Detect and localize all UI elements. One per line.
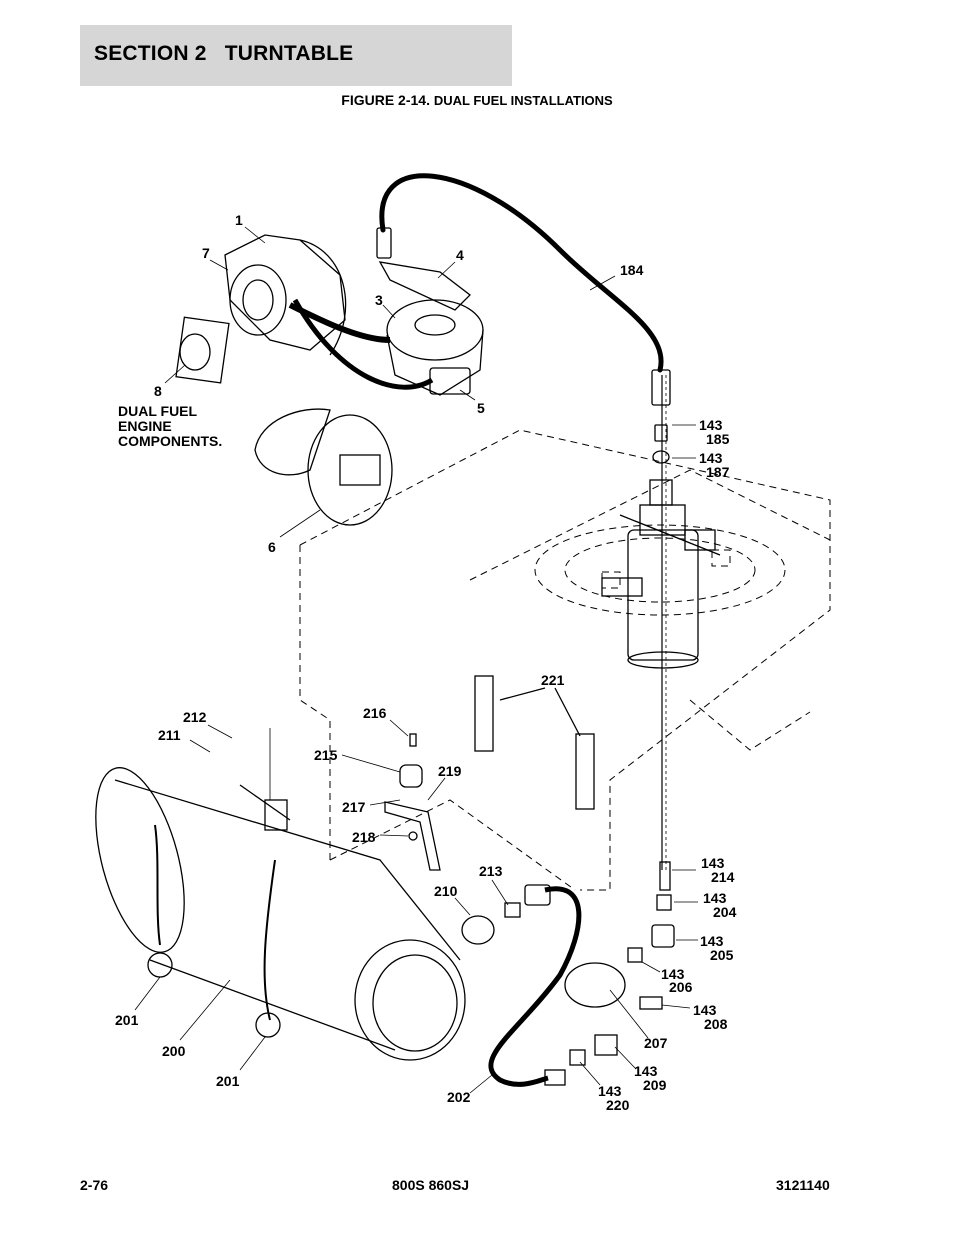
page-number: 2-76 — [80, 1177, 109, 1193]
callout-210: 210 — [434, 883, 458, 899]
note-line-2: ENGINE — [118, 418, 172, 434]
section-banner: SECTION 2 TURNTABLE — [80, 25, 512, 86]
figure-number: FIGURE 2-14. — [341, 92, 430, 108]
callout-187: 187 — [706, 464, 730, 480]
hose-184 — [379, 173, 664, 373]
callout-1: 1 — [235, 212, 243, 228]
dual-fuel-note: DUAL FUEL ENGINE COMPONENTS. — [118, 404, 222, 449]
callout-143-f: 143 — [661, 966, 685, 982]
component-6 — [254, 408, 393, 526]
callout-143-d: 143 — [703, 890, 727, 906]
callout-217: 217 — [342, 799, 366, 815]
callout-143-h: 143 — [634, 1063, 658, 1079]
note-line-1: DUAL FUEL — [118, 403, 198, 419]
callout-201-b: 201 — [216, 1073, 240, 1089]
model-name: 800S 860SJ — [392, 1177, 470, 1193]
callout-219: 219 — [438, 763, 462, 779]
mounting-hardware — [384, 733, 441, 871]
document-number: 3121140 — [776, 1177, 830, 1193]
callout-213: 213 — [479, 863, 503, 879]
callout-184: 184 — [620, 262, 644, 278]
callout-185: 185 — [706, 431, 730, 447]
callout-212: 212 — [183, 709, 207, 725]
callout-143-a: 143 — [699, 417, 723, 433]
fuel-tank — [95, 767, 466, 1061]
rotary-coupling — [601, 479, 721, 669]
callout-8: 8 — [154, 383, 162, 399]
section-title: SECTION 2 TURNTABLE — [94, 42, 354, 65]
mixer-assembly — [175, 234, 347, 384]
callout-4: 4 — [456, 247, 464, 263]
figure-title: FIGURE 2-14. DUAL FUEL INSTALLATIONS — [0, 92, 954, 108]
callout-218: 218 — [352, 829, 376, 845]
note-line-3: COMPONENTS. — [118, 433, 223, 449]
callout-3: 3 — [375, 292, 383, 308]
callout-206: 206 — [669, 979, 693, 995]
figure-name: DUAL FUEL INSTALLATIONS — [433, 93, 613, 108]
callout-143-i: 143 — [598, 1083, 622, 1099]
callout-211: 211 — [158, 727, 181, 743]
callout-201-a: 201 — [115, 1012, 139, 1028]
callout-143-e: 143 — [700, 933, 724, 949]
callout-220: 220 — [606, 1097, 630, 1113]
callout-214: 214 — [711, 869, 735, 885]
callout-200: 200 — [162, 1043, 186, 1059]
callout-207: 207 — [644, 1035, 668, 1051]
callout-215: 215 — [314, 747, 338, 763]
callout-204: 204 — [713, 904, 737, 920]
brackets-221 — [474, 675, 595, 810]
callout-208: 208 — [704, 1016, 728, 1032]
hose-202 — [488, 886, 582, 1087]
turntable-frame — [299, 429, 831, 891]
callout-221: 221 — [541, 672, 565, 688]
callout-143-b: 143 — [699, 450, 723, 466]
regulator-assembly — [288, 227, 484, 396]
callout-143-g: 143 — [693, 1002, 717, 1018]
callout-216: 216 — [363, 705, 387, 721]
callout-205: 205 — [710, 947, 734, 963]
callout-202: 202 — [447, 1089, 471, 1105]
callout-5: 5 — [477, 400, 485, 416]
callout-143-c: 143 — [701, 855, 725, 871]
callout-209: 209 — [643, 1077, 667, 1093]
callout-7: 7 — [202, 245, 210, 261]
callout-6: 6 — [268, 539, 276, 555]
